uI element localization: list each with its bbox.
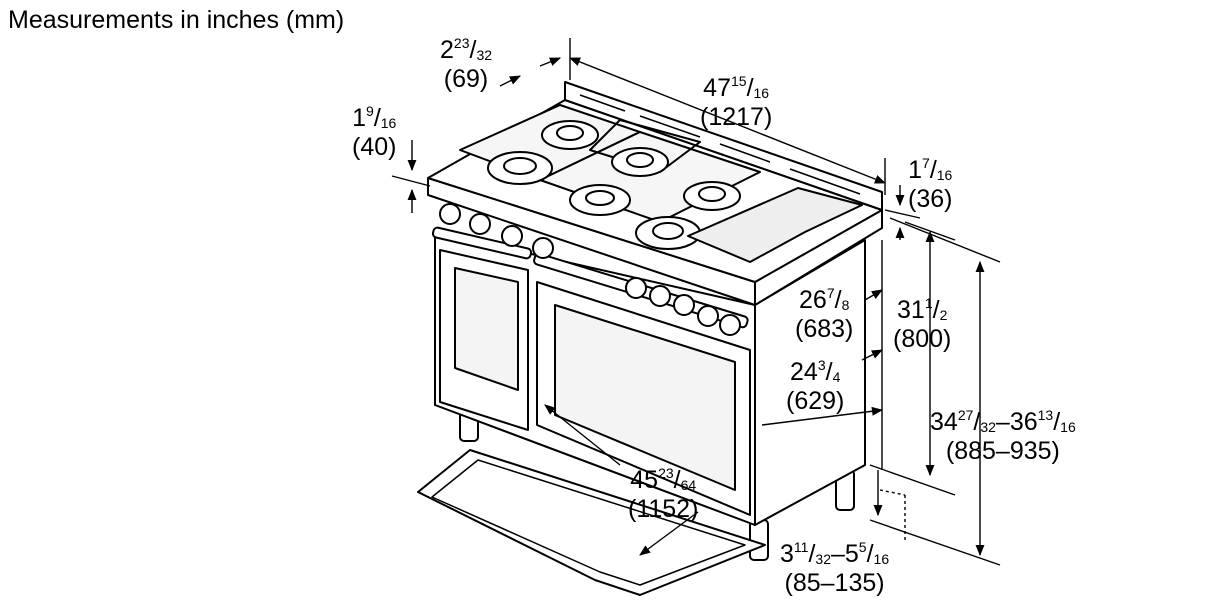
total-depth-dimension: 267/8 (683): [795, 285, 854, 343]
total-height-dimension: 3427/32–3613/16 (885–935): [930, 407, 1076, 465]
diagram-title: Measurements in inches (mm): [8, 6, 345, 34]
width-dimension: 4715/16 (1217): [700, 73, 773, 131]
control-knobs: [439, 203, 741, 336]
griddle-plate: [687, 187, 863, 263]
left-oven-door: [431, 226, 533, 431]
leg-height-dimension: 311/32–55/16 (85–135): [780, 539, 890, 597]
door-open-dimension: 4523/64 (1152): [628, 465, 699, 523]
open-door-outline: [417, 449, 766, 596]
rear-offset-dimension: 223/32 (69): [440, 35, 493, 93]
cooktop-right-dimension: 17/16 (36): [908, 155, 953, 213]
dimension-lines: [391, 38, 1001, 566]
body-depth-dimension: 243/4 (629): [786, 357, 845, 415]
cooktop-left-dimension: 19/16 (40): [352, 103, 397, 161]
body-height-dimension: 311/2 (800): [893, 295, 952, 353]
